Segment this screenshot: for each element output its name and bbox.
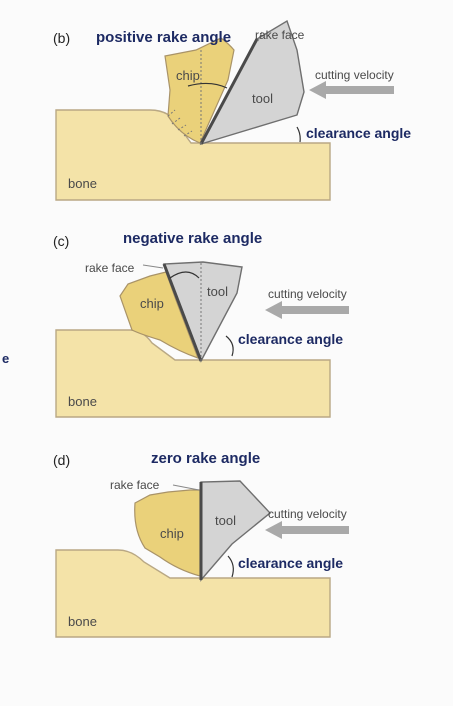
cutting-velocity-label-d: cutting velocity — [268, 507, 347, 521]
clearance-angle-label-b: clearance angle — [306, 125, 411, 141]
chip-shape-c — [119, 271, 200, 359]
rake-angle-arc-b — [187, 82, 228, 89]
rake-face-line-c — [162, 263, 203, 362]
clearance-angle-label-d: clearance angle — [238, 555, 343, 571]
velocity-arrow-c — [265, 301, 349, 319]
panel-title-d: zero rake angle — [151, 450, 260, 467]
panel-d: (d) zero rake angle rake face cutting ve… — [53, 450, 349, 638]
tool-label-d: tool — [215, 513, 236, 528]
rake-face-line-b — [199, 38, 259, 145]
velocity-arrow-b — [309, 81, 394, 99]
chip-label-d: chip — [160, 526, 184, 541]
cutting-velocity-label-c: cutting velocity — [268, 287, 347, 301]
clearance-angle-arc-c — [225, 335, 234, 357]
bone-label-d: bone — [68, 614, 97, 629]
clearance-angle-arc-d — [227, 555, 234, 578]
bone-label-b: bone — [68, 176, 97, 191]
tool-shape-b — [199, 19, 305, 146]
panel-c: (c) negative rake angle rake face cuttin… — [53, 230, 349, 418]
panel-b: (b) positive rake angle rake face cuttin… — [53, 19, 411, 201]
tool-label-b: tool — [252, 91, 273, 106]
rake-face-leader-b — [257, 31, 263, 42]
rake-face-leader-c — [142, 264, 164, 269]
velocity-arrow-d — [265, 521, 349, 539]
clearance-angle-arc-b — [296, 126, 301, 143]
tool-label-c: tool — [207, 284, 228, 299]
panel-title-c: negative rake angle — [123, 230, 262, 247]
clearance-angle-label-c: clearance angle — [238, 331, 343, 347]
rake-face-leader-d — [172, 484, 200, 491]
bone-block-d — [55, 549, 331, 638]
rake-face-label-c: rake face — [85, 261, 135, 275]
cutting-velocity-label-b: cutting velocity — [315, 68, 394, 82]
panel-title-b: positive rake angle — [96, 29, 231, 46]
margin-fragment: e — [2, 351, 9, 366]
chip-label-b: chip — [176, 68, 200, 83]
chip-shape-b — [164, 37, 235, 144]
chip-shear-marks-b — [167, 109, 193, 137]
panel-label-c: (c) — [53, 233, 69, 249]
panel-label-b: (b) — [53, 30, 70, 46]
chip-label-c: chip — [140, 296, 164, 311]
rake-face-label-b: rake face — [255, 28, 305, 42]
rake-face-label-d: rake face — [110, 478, 160, 492]
panel-label-d: (d) — [53, 452, 70, 468]
bone-label-c: bone — [68, 394, 97, 409]
rake-angle-arc-c — [169, 271, 200, 279]
